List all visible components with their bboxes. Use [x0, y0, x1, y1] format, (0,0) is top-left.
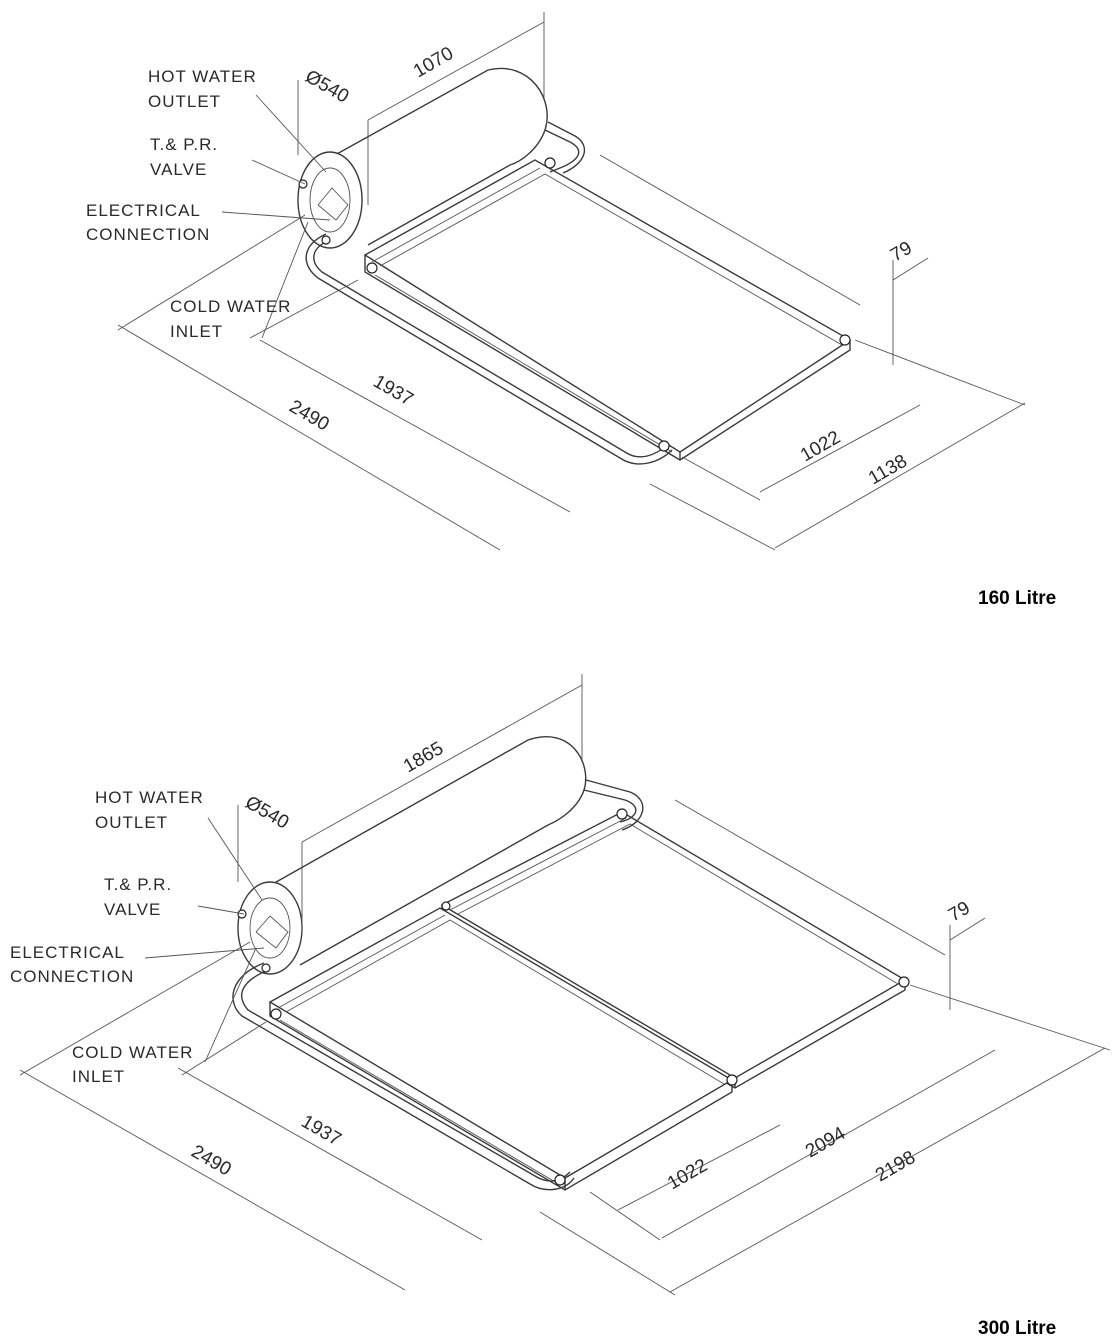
- storage-tank: [297, 67, 548, 249]
- dim-overall-width: 1138: [865, 451, 911, 490]
- fitting-icon: [366, 262, 378, 274]
- dim-panel-width: 1022: [664, 1155, 711, 1194]
- dim-panel-length: 1937: [298, 1111, 345, 1150]
- tp-valve-label: T.& P.R.: [150, 135, 218, 154]
- dim-overall-width: 2198: [872, 1147, 919, 1186]
- fitting-icon: [658, 440, 670, 452]
- fitting-icon: [839, 334, 851, 346]
- fitting-icon: [726, 1074, 738, 1086]
- dim-tank-diameter: Ø540: [302, 66, 353, 107]
- dim-overall-length: 2490: [188, 1141, 235, 1180]
- tp-valve-label: VALVE: [104, 900, 161, 919]
- diagram-300-litre: HOT WATER OUTLET T.& P.R. VALVE ELECTRICAL…: [10, 674, 1111, 1339]
- fitting-icon: [321, 235, 331, 245]
- solar-collector-panel-front: [268, 907, 734, 1191]
- hot-water-outlet-label: OUTLET: [148, 92, 221, 111]
- electrical-connection-label: ELECTRICAL: [10, 943, 125, 962]
- hot-water-outlet-label: HOT WATER: [148, 67, 257, 86]
- cold-water-inlet-label: INLET: [170, 322, 223, 341]
- svg-text:T.& P.R.VALVE: T.& P.R. VALVE: [150, 135, 218, 179]
- fitting-icon: [298, 179, 308, 189]
- fitting-icon: [616, 808, 628, 820]
- cold-water-inlet-label: INLET: [72, 1067, 125, 1086]
- dim-panel-thickness: 79: [887, 238, 916, 267]
- storage-tank: [237, 736, 587, 975]
- cold-water-inlet-label: COLD WATER: [72, 1043, 193, 1062]
- diagram-160-litre: HOT WATER OUTLET T.& P.R. VALVE ELECTRICAL…: [86, 12, 1056, 609]
- cold-water-inlet-label: COLD WATER: [170, 297, 291, 316]
- dim-overall-length: 2490: [286, 396, 333, 435]
- fitting-icon: [554, 1174, 566, 1186]
- tp-valve-label: VALVE: [150, 160, 207, 179]
- caption-160-litre: 160 Litre: [978, 588, 1056, 609]
- hot-water-outlet-label: HOT WATER: [95, 788, 204, 807]
- fitting-icon: [544, 157, 556, 169]
- tp-valve-label: T.& P.R.: [104, 875, 172, 894]
- dim-panel-thickness: 79: [945, 898, 974, 927]
- solar-collector-panel: [363, 159, 852, 461]
- fitting-icon: [270, 1008, 282, 1020]
- electrical-connection-label: CONNECTION: [10, 967, 134, 986]
- dim-panels-width: 2094: [802, 1123, 849, 1163]
- pipework: [305, 121, 673, 465]
- fitting-icon: [261, 963, 271, 973]
- fitting-icon: [441, 901, 451, 911]
- svg-text:T.& P.R.VALVE: T.& P.R. VALVE: [104, 875, 172, 919]
- dim-tank-diameter: Ø540: [242, 792, 293, 833]
- electrical-connection-label: CONNECTION: [86, 225, 210, 244]
- dim-tank-length: 1070: [410, 43, 457, 82]
- electrical-connection-label: ELECTRICAL: [86, 201, 201, 220]
- dim-panel-width: 1022: [797, 427, 844, 466]
- caption-300-litre: 300 Litre: [978, 1318, 1056, 1339]
- dim-tank-length: 1865: [400, 738, 447, 777]
- fitting-icon: [898, 976, 910, 988]
- hot-water-outlet-label: OUTLET: [95, 813, 168, 832]
